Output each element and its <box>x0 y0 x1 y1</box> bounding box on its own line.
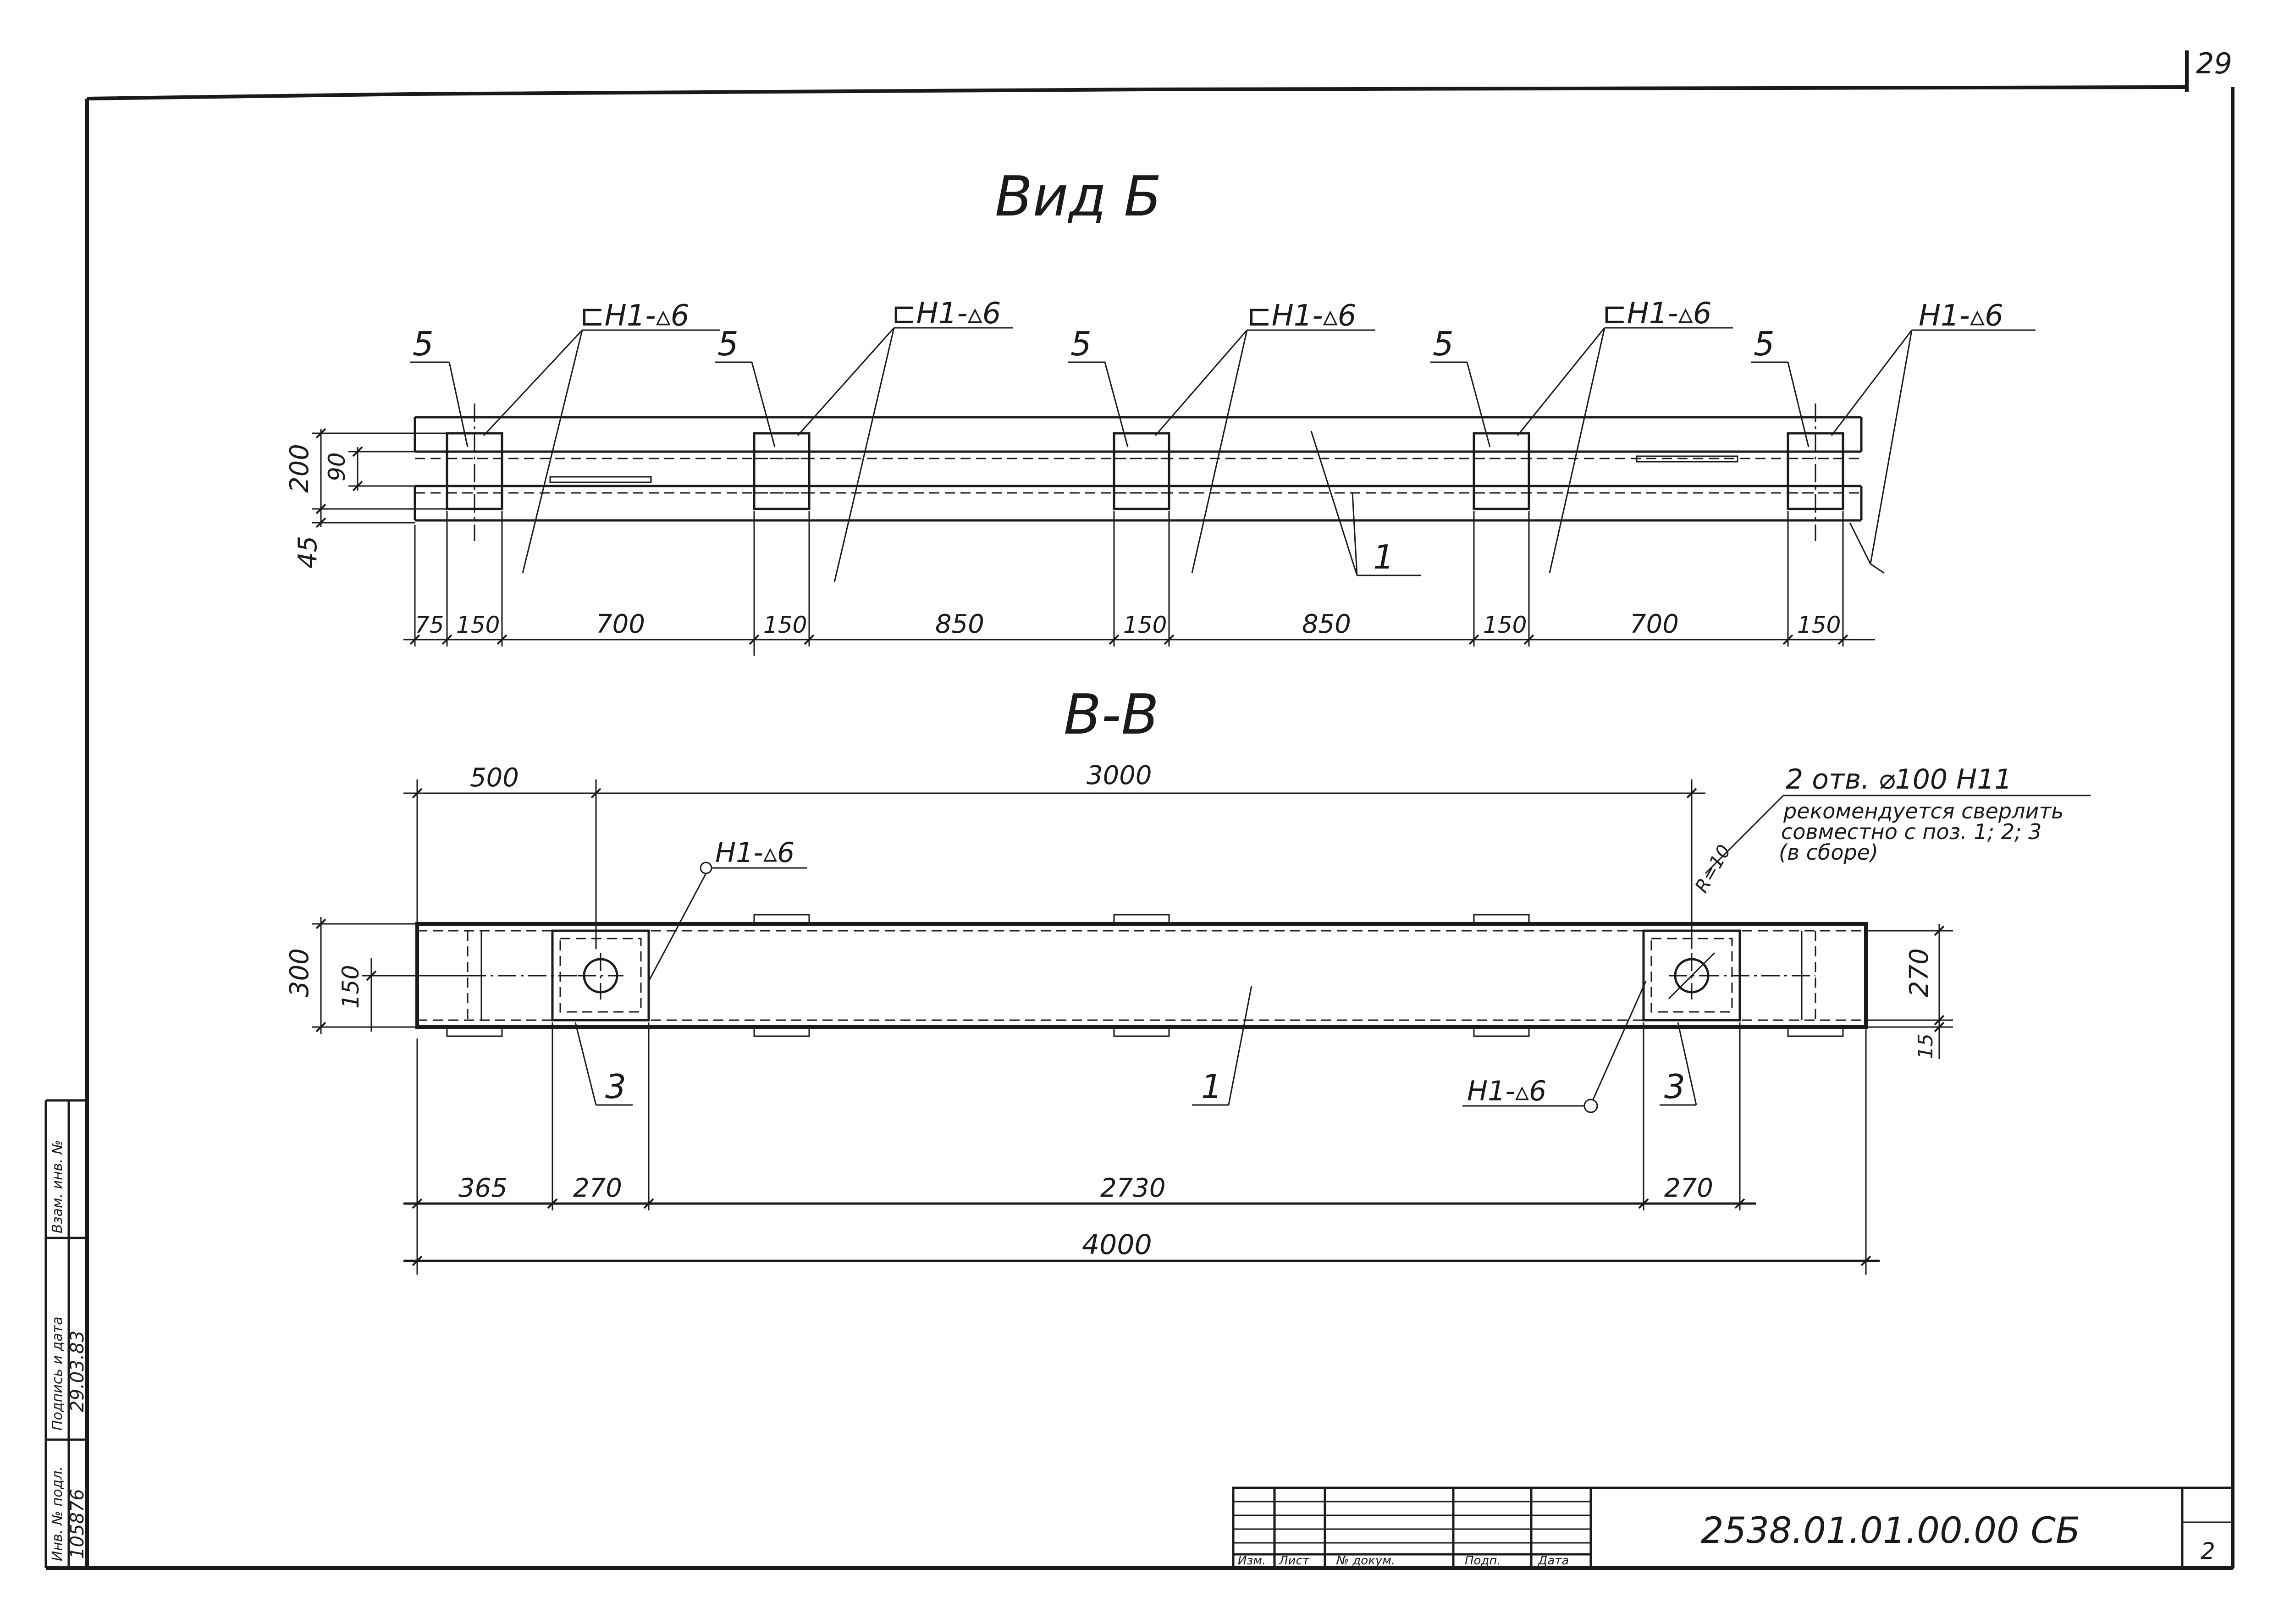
tb-col-podp: Подп. <box>1465 1554 1501 1568</box>
stamp-sign-value: 29.03.83 <box>67 1331 88 1412</box>
pos-5-label-1: 5 <box>413 325 434 363</box>
hole-note <box>1705 795 2091 874</box>
part-label-left: 3 <box>605 1067 626 1106</box>
pos-1-label: 1 <box>1373 538 1394 576</box>
pos-5-label-3: 5 <box>1070 325 1092 363</box>
weld-label-bottom: Н1-▵6 <box>1467 1075 1546 1107</box>
stamp-inv-value: 105876 <box>67 1489 88 1559</box>
tb-col-date: Дата <box>1538 1554 1569 1568</box>
dim-vv-270-right: 270 <box>1904 948 1934 997</box>
dim-vb-150-4: 150 <box>1483 612 1527 638</box>
part-label-center: 1 <box>1201 1067 1222 1106</box>
part-label-right: 3 <box>1664 1067 1685 1106</box>
tb-designation: 2538.01.01.00.00 СБ <box>1701 1510 2080 1552</box>
view-b-horiz-dims <box>403 511 1875 656</box>
dim-vv-500: 500 <box>470 763 519 793</box>
hole-note-line4: (в сборе) <box>1779 840 1878 865</box>
tb-col-doc: № докум. <box>1335 1554 1395 1568</box>
pos-5-label-2: 5 <box>717 325 739 363</box>
view-b-title: Вид Б <box>995 165 1162 229</box>
dim-vb-90: 90 <box>324 452 350 481</box>
title-block <box>1232 1486 2234 1569</box>
dim-vb-75: 75 <box>415 612 444 638</box>
dim-vb-700-2: 700 <box>1630 609 1679 639</box>
section-vv-part-leaders <box>574 985 1697 1106</box>
dim-vv-4000: 4000 <box>1082 1229 1152 1261</box>
section-vv-beam <box>415 914 1868 1037</box>
page-number: 29 <box>2196 47 2232 80</box>
dim-vb-700-1: 700 <box>596 609 645 639</box>
section-vv-right-dims <box>1866 924 1953 1059</box>
stamp-replace-header: Взам. инв. № <box>50 1140 66 1233</box>
hole-note-line3: совместно с поз. 1; 2; 3 <box>1781 819 2041 844</box>
section-vv-pad-left <box>551 929 650 1022</box>
weld-label-3: ⊏Н1-▵6 <box>1247 299 1356 333</box>
dim-vv-270-right-chain: 270 <box>1664 1173 1713 1203</box>
weld-label-1: ⊏Н1-▵6 <box>580 299 689 333</box>
side-stamp <box>44 1099 87 1568</box>
section-vv-bottom-dims <box>403 1022 1880 1275</box>
radius-label: R=10 <box>1691 841 1735 896</box>
dim-vv-300: 300 <box>285 948 314 997</box>
weld-label-2: ⊏Н1-▵6 <box>892 297 1001 331</box>
dim-vv-365: 365 <box>458 1173 508 1203</box>
dim-vv-2730: 2730 <box>1100 1173 1166 1203</box>
hole-note-line2: рекомендуется сверлить <box>1783 799 2063 823</box>
weld-label-top: Н1-▵6 <box>715 837 794 869</box>
dim-vb-150-5: 150 <box>1797 612 1841 638</box>
pos-5-label-5: 5 <box>1754 325 1775 363</box>
dim-vb-850-2: 850 <box>1302 609 1351 639</box>
stamp-sign-header: Подпись и дата <box>50 1317 66 1431</box>
weld-label-4: ⊏Н1-▵6 <box>1602 297 1711 331</box>
pos-5-label-4: 5 <box>1433 325 1454 363</box>
dim-vb-150-1: 150 <box>456 612 500 638</box>
dim-vv-3000: 3000 <box>1087 761 1152 790</box>
section-vv-weld-leaders <box>648 862 1647 1113</box>
dim-vb-850-1: 850 <box>935 609 984 639</box>
dim-vv-150: 150 <box>337 965 364 1009</box>
section-vv-pad-right <box>1642 929 1741 1022</box>
dim-vb-150-3: 150 <box>1123 612 1167 638</box>
dim-vb-45: 45 <box>293 536 323 569</box>
dim-vb-200: 200 <box>285 444 314 493</box>
view-b-beam <box>414 403 1863 541</box>
section-vv-top-dims <box>403 779 1705 949</box>
dim-vv-270-left: 270 <box>573 1173 622 1203</box>
section-vv-title: В-В <box>1064 683 1159 747</box>
tb-sheet: 2 <box>2201 1538 2215 1564</box>
hole-note-line1: 2 отв. ⌀100 Н11 <box>1786 763 2012 795</box>
dim-vv-15: 15 <box>1914 1033 1937 1059</box>
pos-1-leader <box>1310 431 1421 576</box>
view-b-weld-leaders <box>483 327 2036 583</box>
dim-vb-150-2: 150 <box>763 612 807 638</box>
section-vv-left-dims <box>312 917 468 1034</box>
weld-label-5: Н1-▵6 <box>1919 299 2003 333</box>
tb-col-izm: Изм. <box>1238 1554 1266 1568</box>
stamp-inv-header: Инв. № подл. <box>50 1466 66 1561</box>
view-b-vert-dims <box>312 428 447 528</box>
pos-5-leaders <box>410 361 1810 447</box>
tb-col-list: Лист <box>1279 1554 1310 1568</box>
